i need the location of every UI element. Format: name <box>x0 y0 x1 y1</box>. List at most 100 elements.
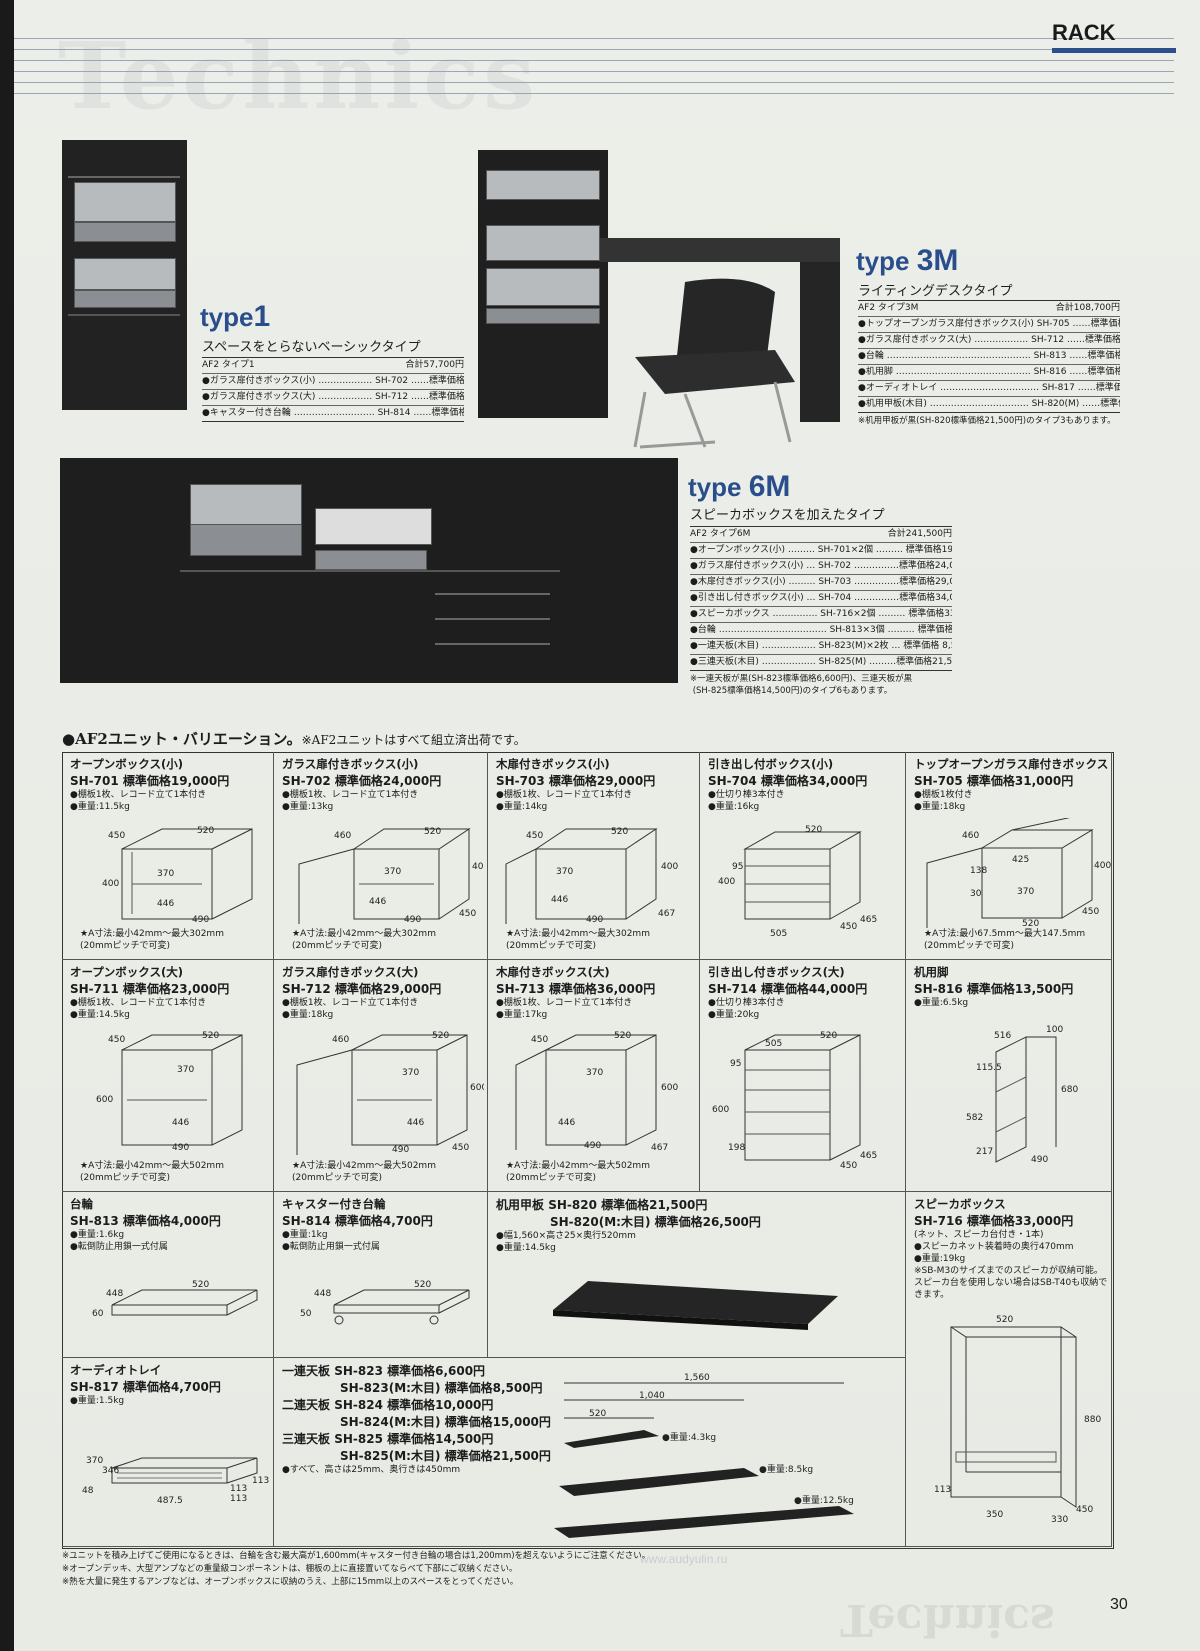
svg-text:520: 520 <box>614 1031 631 1041</box>
svg-text:370: 370 <box>586 1068 603 1078</box>
svg-text:448: 448 <box>314 1289 331 1299</box>
svg-text:450: 450 <box>108 831 125 841</box>
spec-row: ●台輪 ……………………………… SH-813×3個 ……… 標準価格 4,00… <box>690 622 952 638</box>
spec-row: ●ガラス扉付きボックス(大) ……………… SH-712 ……標準価格29,00… <box>202 389 464 405</box>
spec-row: ●一連天板(木目) ……………… SH-823(M)×2枚 … 標準価格 8,5… <box>690 638 952 654</box>
svg-text:370: 370 <box>86 1456 103 1466</box>
type1-photo <box>62 140 187 410</box>
spec-row: ●机用甲板(木目) …………………………… SH-820(M) ……標準価格26… <box>858 396 1120 413</box>
svg-text:520: 520 <box>192 1280 209 1290</box>
svg-text:1,040: 1,040 <box>639 1391 665 1401</box>
spec-row: ●引き出し付きボックス(小) … SH-704 ……………標準価格34,000円 <box>690 590 952 606</box>
svg-text:95: 95 <box>730 1059 741 1069</box>
svg-text:680: 680 <box>1061 1085 1078 1095</box>
unit-sh813: 台輪 SH-813 標準価格4,000円 ●重量:1.6kg ●転倒防止用鎖一式… <box>62 1192 274 1358</box>
panel-line-1: 一連天板 SH-823 標準価格6,600円 <box>282 1364 486 1378</box>
sh820-line1: 机用甲板 SH-820 標準価格21,500円 <box>496 1198 708 1212</box>
spec-row: ●オーディオトレイ …………………………… SH-817 ……標準価格 4,70… <box>858 380 1120 396</box>
svg-text:400: 400 <box>718 877 735 887</box>
sh716-drawing: 520 880 113 350 330 450 <box>934 1315 1101 1525</box>
unit-sh712: ガラス扉付きボックス(大) SH-712 標準価格29,000円 ●棚板1枚、レ… <box>274 960 488 1192</box>
unit-top-panels: 一連天板 SH-823 標準価格6,600円 SH-823(M:木目) 標準価格… <box>274 1358 906 1547</box>
svg-text:520: 520 <box>197 826 214 836</box>
spec-note: ※一連天板が黒(SH-823標準価格6,600円)、三連天板が黒 (SH-825… <box>690 674 913 696</box>
svg-text:370: 370 <box>384 867 401 877</box>
type1-subtitle: スペースをとらないベーシックタイプ <box>202 340 421 355</box>
svg-text:465: 465 <box>860 915 877 925</box>
svg-text:490: 490 <box>192 915 209 924</box>
svg-text:467: 467 <box>651 1143 668 1153</box>
spec-row: ●三連天板(木目) ……………… SH-825(M) ………標準価格21,500… <box>690 654 952 671</box>
svg-text:138: 138 <box>970 866 987 876</box>
svg-text:450: 450 <box>108 1035 125 1045</box>
svg-text:516: 516 <box>994 1031 1011 1041</box>
svg-text:346: 346 <box>102 1466 119 1476</box>
svg-text:450: 450 <box>531 1035 548 1045</box>
sh820-drawing <box>553 1281 838 1330</box>
unit-sh716: スピーカボックス SH-716 標準価格33,000円 (ネット、スピーカ台付き… <box>906 1192 1112 1547</box>
svg-text:490: 490 <box>1031 1155 1048 1165</box>
svg-text:30: 30 <box>970 889 982 899</box>
svg-text:400: 400 <box>1094 861 1111 871</box>
svg-text:520: 520 <box>202 1031 219 1041</box>
sh712-drawing: 460 520 600 370 446 490 450 <box>296 1031 484 1155</box>
svg-text:400: 400 <box>472 862 484 872</box>
binding-edge <box>0 0 14 1651</box>
svg-text:460: 460 <box>334 831 351 841</box>
svg-text:446: 446 <box>407 1118 424 1128</box>
svg-text:450: 450 <box>1082 907 1099 917</box>
svg-text:113: 113 <box>252 1476 269 1486</box>
svg-text:450: 450 <box>840 1161 857 1171</box>
unit-sh711: オープンボックス(大) SH-711 標準価格23,000円 ●棚板1枚、レコー… <box>62 960 274 1192</box>
svg-text:520: 520 <box>820 1031 837 1041</box>
sh714-drawing: 520 505 600 95 198 450 465 <box>712 1031 877 1171</box>
panel-line-2: 二連天板 SH-824 標準価格10,000円 <box>282 1398 494 1412</box>
svg-text:450: 450 <box>526 831 543 841</box>
svg-text:490: 490 <box>172 1143 189 1153</box>
svg-text:520: 520 <box>432 1031 449 1041</box>
svg-text:●重量:12.5kg: ●重量:12.5kg <box>794 1494 854 1506</box>
svg-text:60: 60 <box>92 1309 104 1319</box>
svg-text:198: 198 <box>728 1143 745 1153</box>
svg-text:490: 490 <box>584 1141 601 1151</box>
svg-text:600: 600 <box>712 1105 729 1115</box>
unit-variation-title: ●AF2ユニット・バリエーション。※AF2ユニットはすべて組立済出荷です。 <box>62 730 526 748</box>
svg-text:115.5: 115.5 <box>976 1063 1002 1073</box>
svg-text:113: 113 <box>230 1484 247 1494</box>
spec-row: ●トップオープンガラス扉付きボックス(小) SH-705 ……標準価格31,00… <box>858 316 1120 332</box>
unit-sh820: 机用甲板 SH-820 標準価格21,500円 SH-820(M:木目) 標準価… <box>488 1192 906 1358</box>
svg-text:350: 350 <box>986 1510 1003 1520</box>
svg-text:450: 450 <box>840 922 857 932</box>
unit-sh701: オープンボックス(小) SH-701 標準価格19,000円 ●棚板1枚、レコー… <box>62 752 274 960</box>
svg-text:100: 100 <box>1046 1025 1063 1035</box>
sh702-drawing: 460 520 400 370 446 490 450 <box>298 827 484 924</box>
svg-text:113: 113 <box>934 1485 951 1495</box>
svg-text:490: 490 <box>404 915 421 924</box>
svg-text:450: 450 <box>459 909 476 919</box>
svg-text:520: 520 <box>996 1315 1013 1325</box>
unit-grid <box>62 752 1114 1549</box>
svg-text:370: 370 <box>556 867 573 877</box>
type3m-photo <box>478 150 608 418</box>
desk-top-photo <box>600 238 840 262</box>
svg-text:460: 460 <box>332 1035 349 1045</box>
unit-sh817: オーディオトレイ SH-817 標準価格4,700円 ●重量:1.5kg 370… <box>62 1358 274 1547</box>
panel-line-3: 三連天板 SH-825 標準価格14,500円 <box>282 1432 494 1446</box>
svg-text:600: 600 <box>470 1083 484 1093</box>
type1-title: type1 <box>200 300 271 333</box>
svg-text:520: 520 <box>414 1280 431 1290</box>
svg-text:400: 400 <box>661 862 678 872</box>
unit-sh714: 引き出し付きボックス(大) SH-714 標準価格44,000円 ●仕切り棒3本… <box>700 960 906 1192</box>
svg-text:450: 450 <box>1076 1505 1093 1515</box>
type6m-title: type 6M <box>688 470 791 503</box>
svg-text:113: 113 <box>230 1494 247 1504</box>
spec-row: ●台輪 ………………………………………… SH-813 ……標準価格 4,000… <box>858 348 1120 364</box>
unit-sh702: ガラス扉付きボックス(小) SH-702 標準価格24,000円 ●棚板1枚、レ… <box>274 752 488 960</box>
unit-sh705: トップオープンガラス扉付きボックス SH-705 標準価格31,000円 ●棚板… <box>906 752 1112 960</box>
